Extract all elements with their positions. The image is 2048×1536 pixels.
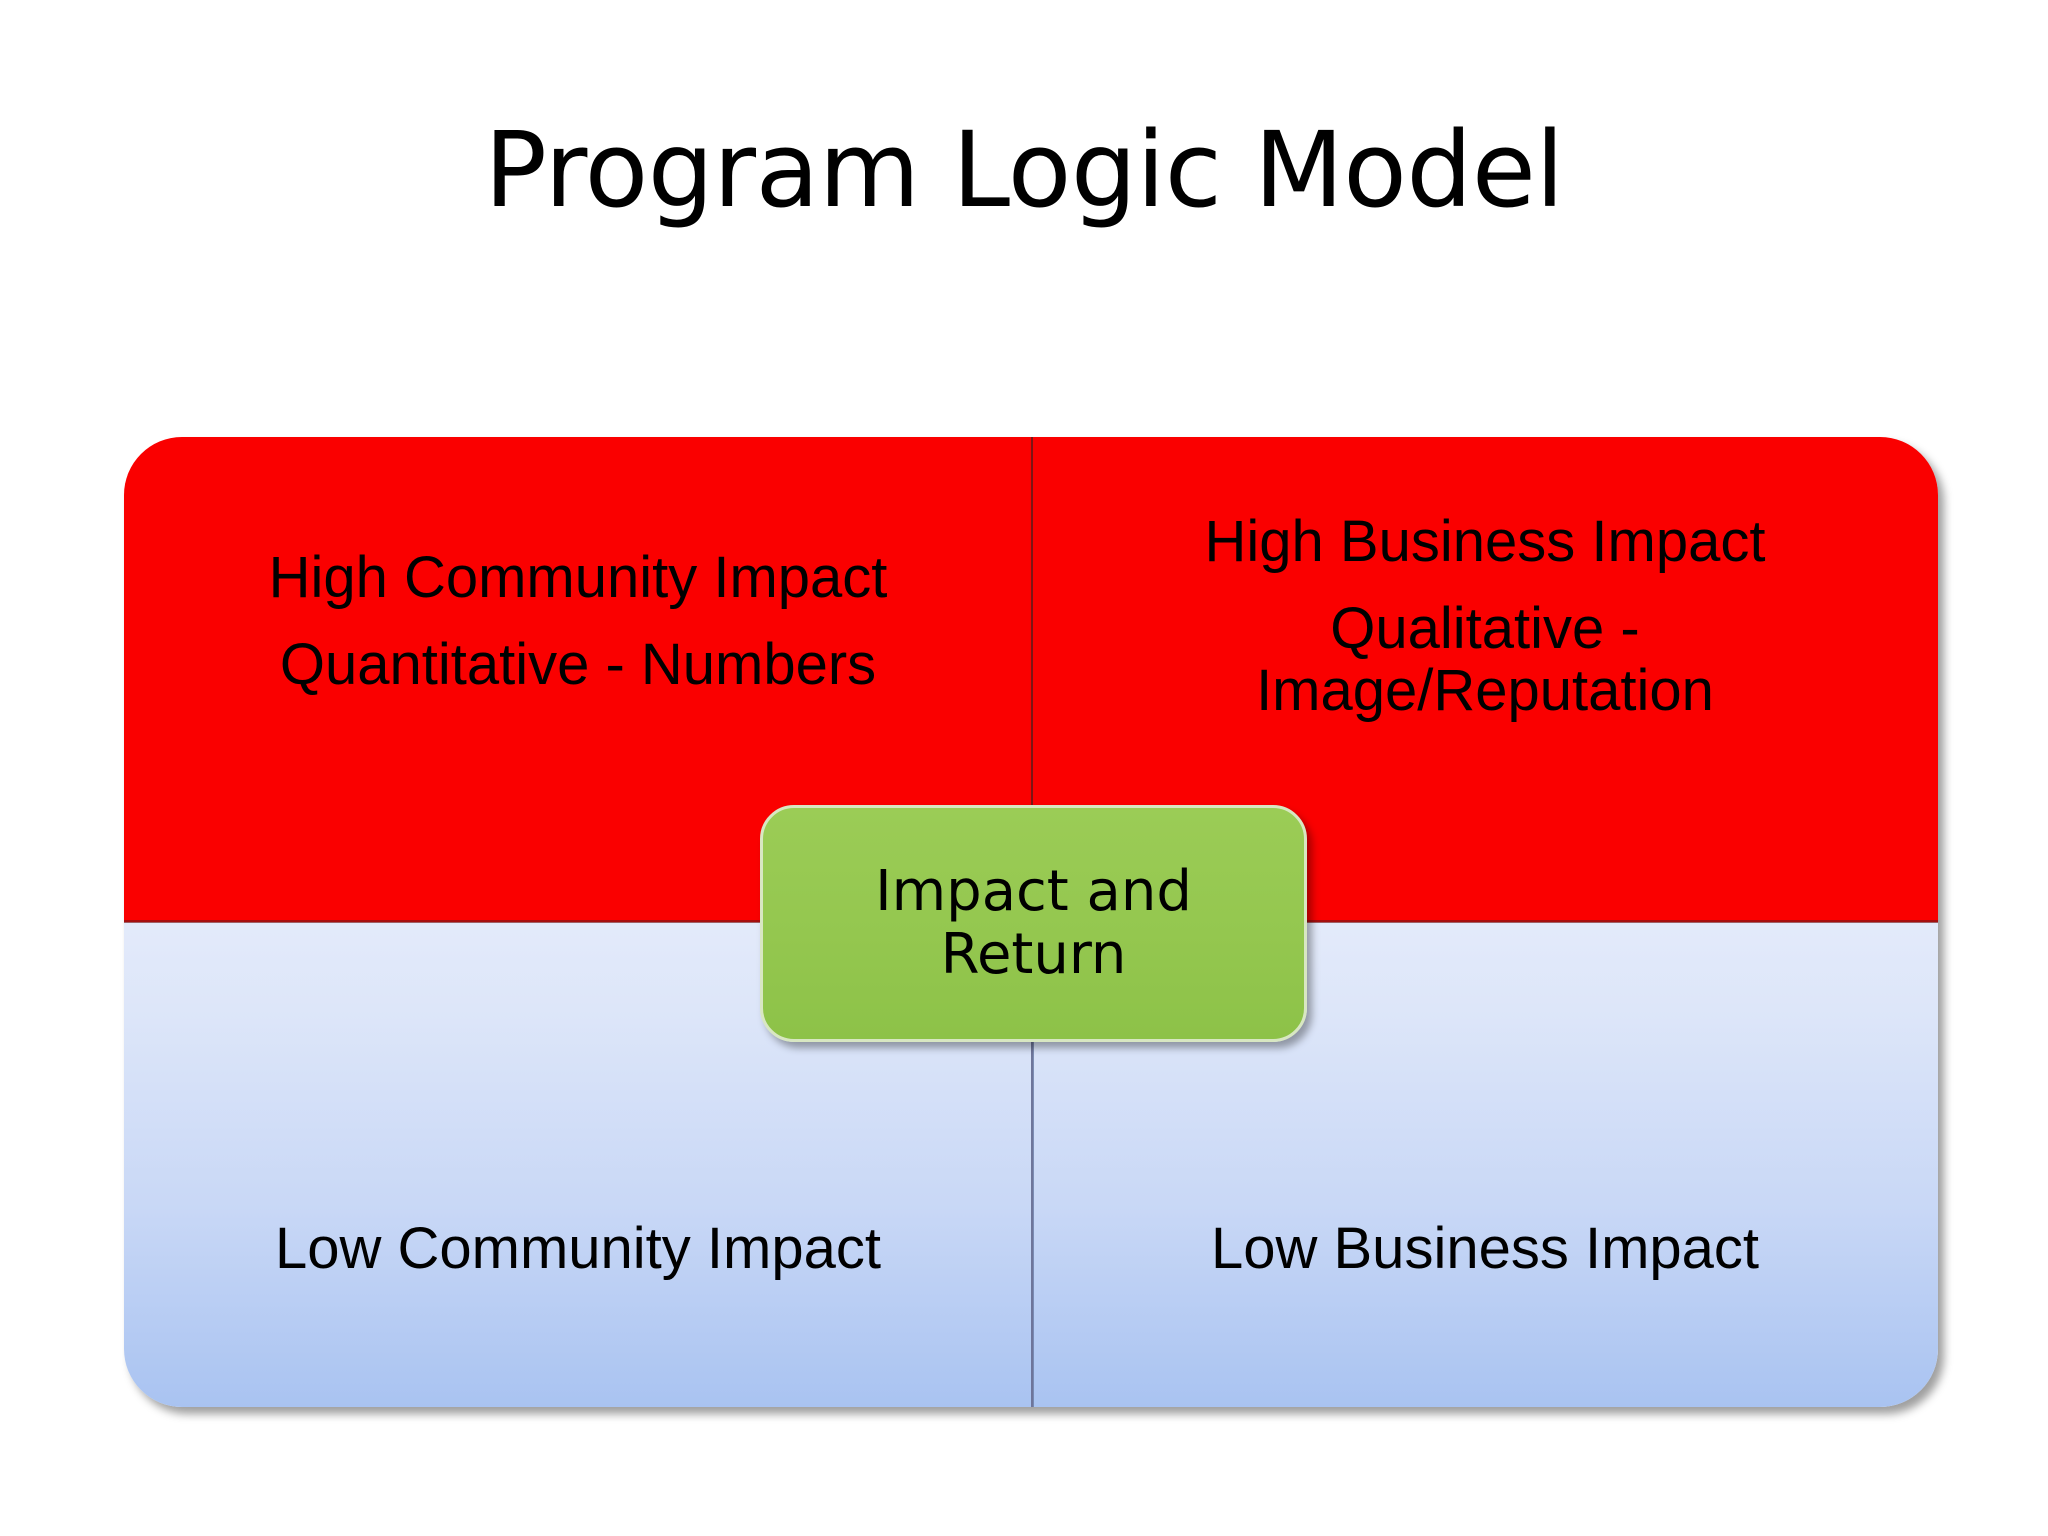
center-callout-label: Impact and Return [875, 858, 1192, 987]
quadrant-high-community-impact[interactable]: High Community Impact Quantitative - Num… [124, 437, 1032, 922]
matrix-vertical-divider-lower [1031, 922, 1034, 1407]
center-callout-impact-and-return[interactable]: Impact and Return [760, 805, 1307, 1042]
page-title: Program Logic Model [484, 109, 1564, 231]
quadrant-bottom-left-line-1: Low Community Impact [275, 1216, 881, 1281]
quadrant-top-left-line-2: Quantitative - Numbers [279, 632, 877, 698]
quadrant-top-left-line-1: High Community Impact [268, 545, 888, 610]
quadrant-bottom-right-line-1: Low Business Impact [1210, 1216, 1760, 1281]
quadrant-top-right-line-2: Qualitative - Image/Reputation [1256, 596, 1714, 723]
quadrant-top-right-line-1: High Business Impact [1204, 509, 1766, 574]
